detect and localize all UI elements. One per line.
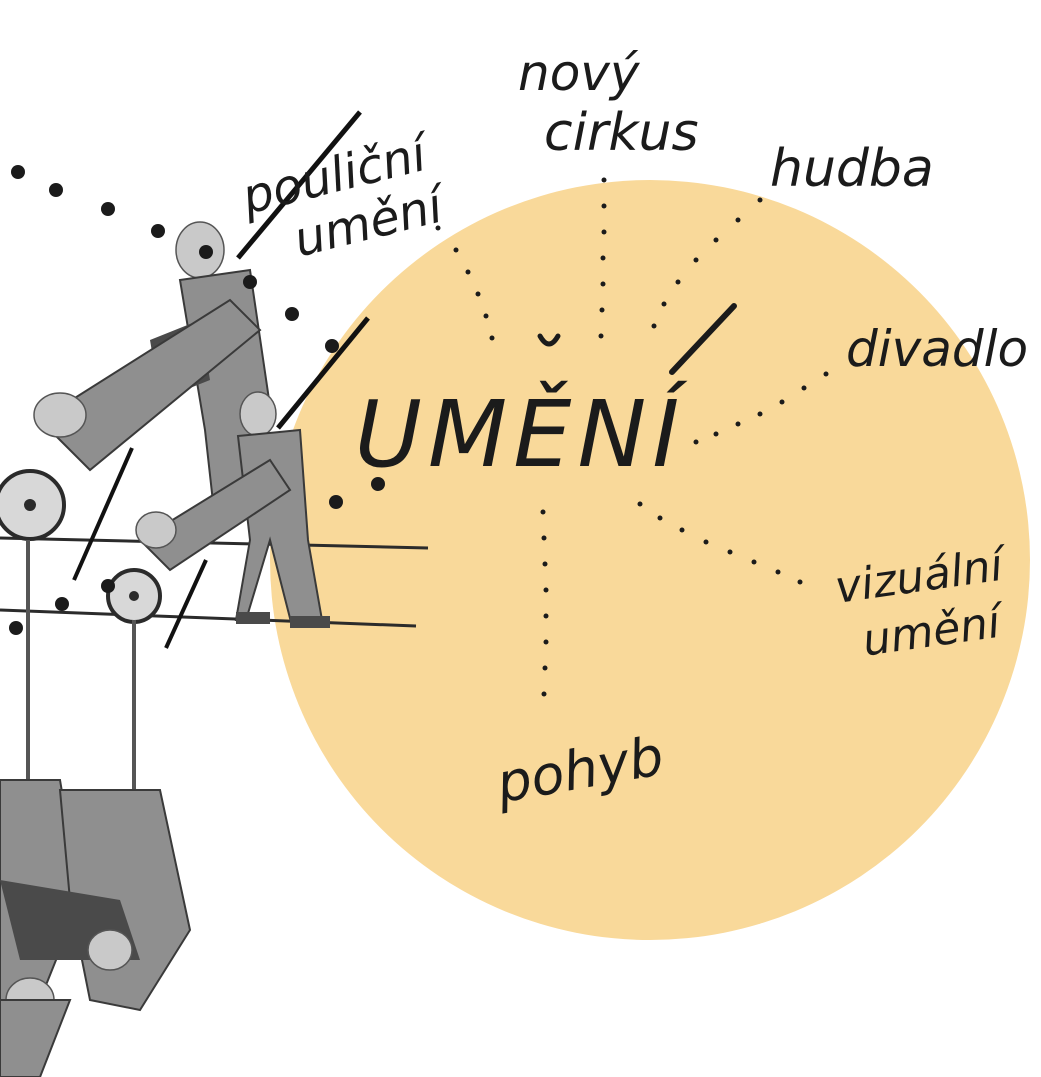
- center-label: UMĚNÍ: [355, 380, 689, 488]
- branch-novy-cirkus: nový cirkus: [518, 44, 699, 163]
- branch-label-line-2: cirkus: [544, 103, 699, 163]
- branch-hudba: hudba: [770, 139, 934, 199]
- branch-label-line-1: hudba: [770, 139, 934, 199]
- branch-label-line-1: divadlo: [846, 320, 1028, 378]
- branch-poulicni-umeni: pouliční umění: [236, 124, 455, 279]
- branch-divadlo: divadlo: [846, 320, 1028, 378]
- branch-label-line-1: nový: [518, 44, 641, 102]
